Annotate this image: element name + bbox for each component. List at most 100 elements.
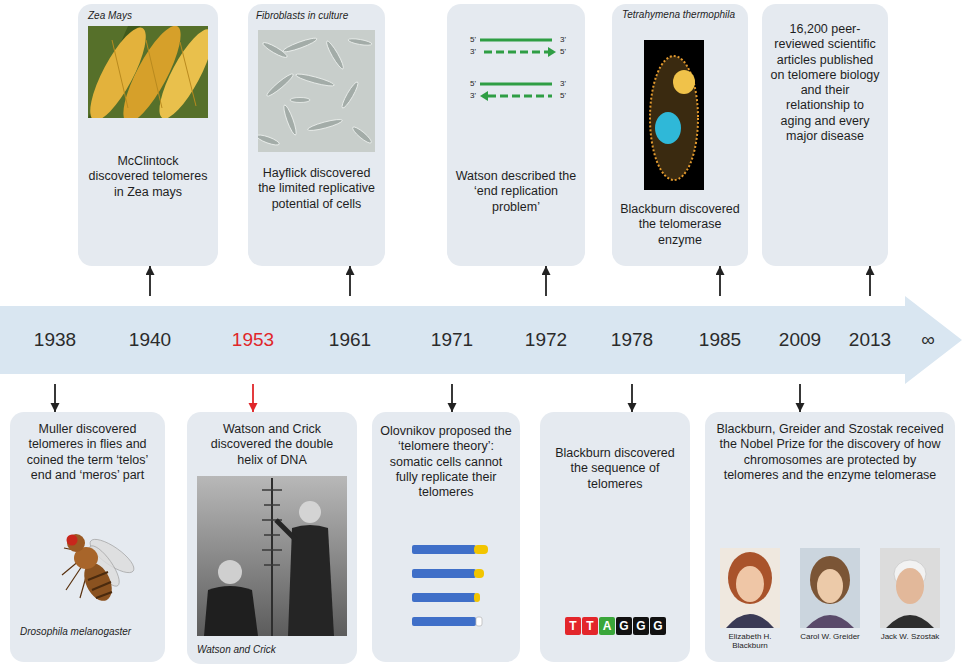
corn-cob xyxy=(150,26,208,118)
fibroblast-photo xyxy=(258,30,375,152)
portrait-background xyxy=(880,548,940,628)
timeline-arrow: 1938194019531961197119721978198520092013… xyxy=(0,296,964,384)
image-caption: Fibroblasts in culture xyxy=(256,10,381,22)
laureate-name: Carol W. Greider xyxy=(791,632,869,641)
chromosome-bar xyxy=(412,593,476,602)
year-label: 2009 xyxy=(760,327,840,353)
corn-kernel-row xyxy=(112,40,196,108)
event-box: Muller discovered telomeres in flies and… xyxy=(10,412,165,662)
portrait-hair xyxy=(810,556,850,604)
dna-strands xyxy=(480,40,556,101)
base-square: A xyxy=(599,617,615,635)
microscopy-background xyxy=(644,40,704,190)
fly-head xyxy=(67,534,85,552)
telomere-cap xyxy=(474,593,480,602)
corn-cob xyxy=(113,26,190,118)
fly-stripe xyxy=(88,572,112,598)
telomere-bars xyxy=(412,545,488,626)
telomere-cap-lost xyxy=(476,617,482,626)
year-label: 2013 xyxy=(830,327,910,353)
event-box: Olovnikov proposed the ‘telomere theory’… xyxy=(372,412,520,662)
strand-end-label: 5' xyxy=(560,47,584,57)
chromosome-bar xyxy=(412,617,476,626)
image-caption: Tetrahymena thermophila xyxy=(622,9,738,21)
base-letter: T xyxy=(565,617,581,635)
portrait-hair xyxy=(728,552,772,604)
strand-arrow xyxy=(548,47,556,57)
portrait-face xyxy=(736,566,764,602)
dna-strand-new xyxy=(488,95,552,98)
corn-cob xyxy=(88,26,156,118)
timeline-pointer-arrow xyxy=(869,266,871,296)
watson-crick-photo xyxy=(197,476,347,636)
helix-model xyxy=(271,478,273,636)
fibroblast-cell xyxy=(258,133,280,147)
timeline-pointer-arrow xyxy=(349,266,351,296)
tetrahymena-image xyxy=(644,40,704,190)
telomere-cap xyxy=(474,545,488,554)
base-square: G xyxy=(650,617,666,635)
event-text: Muller discovered telomeres in flies and… xyxy=(18,422,157,483)
fibroblast-cell xyxy=(340,81,360,110)
cell-organelle xyxy=(673,70,695,94)
year-label: 1978 xyxy=(592,327,672,353)
event-text: Blackburn discovered the telomerase enzy… xyxy=(620,202,740,248)
year-label: 1938 xyxy=(15,327,95,353)
year-label: ∞ xyxy=(888,327,964,353)
timeline-pointer-arrow xyxy=(149,266,151,296)
timeline-pointer-arrow xyxy=(631,384,633,412)
fibroblast-cell xyxy=(282,36,318,54)
portrait-background xyxy=(720,548,780,628)
image-caption: Zea Mays xyxy=(88,10,208,22)
portrait-face xyxy=(896,568,924,604)
event-box: Blackburn, Greider and Szostak received … xyxy=(705,412,955,662)
event-box: 16,200 peer-reviewed scientific articles… xyxy=(762,4,888,266)
fibroblast-cell xyxy=(324,40,345,71)
base-letter: G xyxy=(650,617,666,635)
strand-end-label: 3' xyxy=(560,35,584,45)
person-head xyxy=(218,560,242,584)
fly-wing xyxy=(84,542,125,590)
corn-background xyxy=(88,26,208,118)
fibroblast-cell xyxy=(282,104,299,136)
fly-eye xyxy=(67,535,78,546)
person-figure xyxy=(204,586,258,636)
event-box: Watson and Crick discovered the double h… xyxy=(187,412,357,664)
timeline-arrow-shape xyxy=(0,296,962,384)
base-square: T xyxy=(565,617,581,635)
event-text: Blackburn discovered the sequence of tel… xyxy=(550,446,680,492)
base-letter: T xyxy=(582,617,598,635)
base-letter: A xyxy=(599,617,615,635)
strand-arrow xyxy=(480,91,488,101)
event-box: Blackburn discovered the sequence of tel… xyxy=(540,412,690,662)
event-text: 16,200 peer-reviewed scientific articles… xyxy=(770,22,880,144)
fibroblast-cell xyxy=(351,125,373,145)
laureate-photos xyxy=(720,548,940,628)
fibroblast-cell xyxy=(265,72,295,98)
portrait-background xyxy=(800,548,860,628)
person-arm xyxy=(276,520,296,540)
event-text: Blackburn, Greider and Szostak received … xyxy=(715,422,945,483)
event-box: Fibroblasts in cultureHayflick discovere… xyxy=(248,4,385,266)
dna-strand xyxy=(480,83,552,86)
laureate-name: Jack W. Szostak xyxy=(871,632,949,641)
timeline-pointer-arrow xyxy=(545,266,547,296)
telomere-cap xyxy=(474,569,484,578)
person-figure xyxy=(288,525,334,636)
year-label: 1985 xyxy=(680,327,760,353)
photo-background xyxy=(197,476,347,636)
strand-end-label: 3' xyxy=(560,79,584,89)
dna-strand xyxy=(480,39,552,42)
corn-leaf xyxy=(88,26,140,118)
chromosome-bar xyxy=(412,569,476,578)
portrait-shoulders xyxy=(726,614,774,628)
event-text: Olovnikov proposed the ‘telomere theory’… xyxy=(380,424,512,500)
culture-background xyxy=(258,30,375,152)
timeline-pointer-arrow xyxy=(799,384,801,412)
year-label: 1953 xyxy=(213,327,293,353)
base-letter: G xyxy=(616,617,632,635)
cell-nucleus xyxy=(655,112,681,144)
portrait-face xyxy=(817,569,843,603)
timeline-pointer-arrow xyxy=(719,266,721,296)
year-label: 1940 xyxy=(110,327,190,353)
